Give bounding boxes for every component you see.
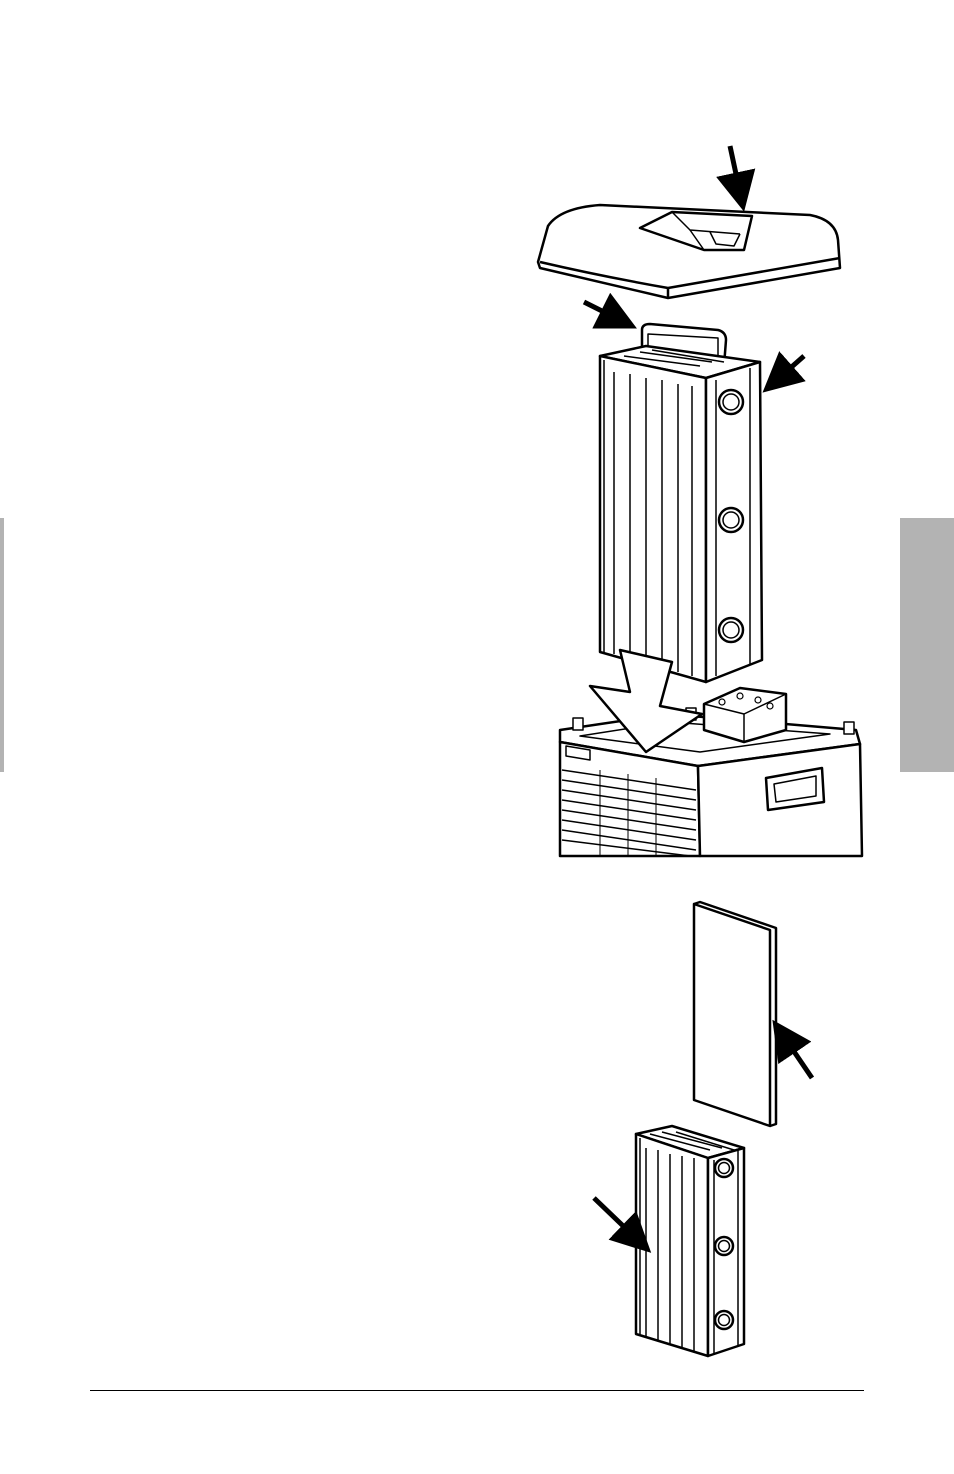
- top-assembly-illustration: [0, 0, 954, 870]
- base-unit: [560, 688, 862, 856]
- top-cover: [538, 205, 840, 298]
- filter-cartridge: [600, 324, 762, 682]
- callout-arrows-bottom: [594, 1028, 812, 1246]
- filter-cartridge-bottom: [636, 1126, 744, 1356]
- footer-rule: [90, 1390, 864, 1391]
- filter-sheet: [694, 902, 776, 1126]
